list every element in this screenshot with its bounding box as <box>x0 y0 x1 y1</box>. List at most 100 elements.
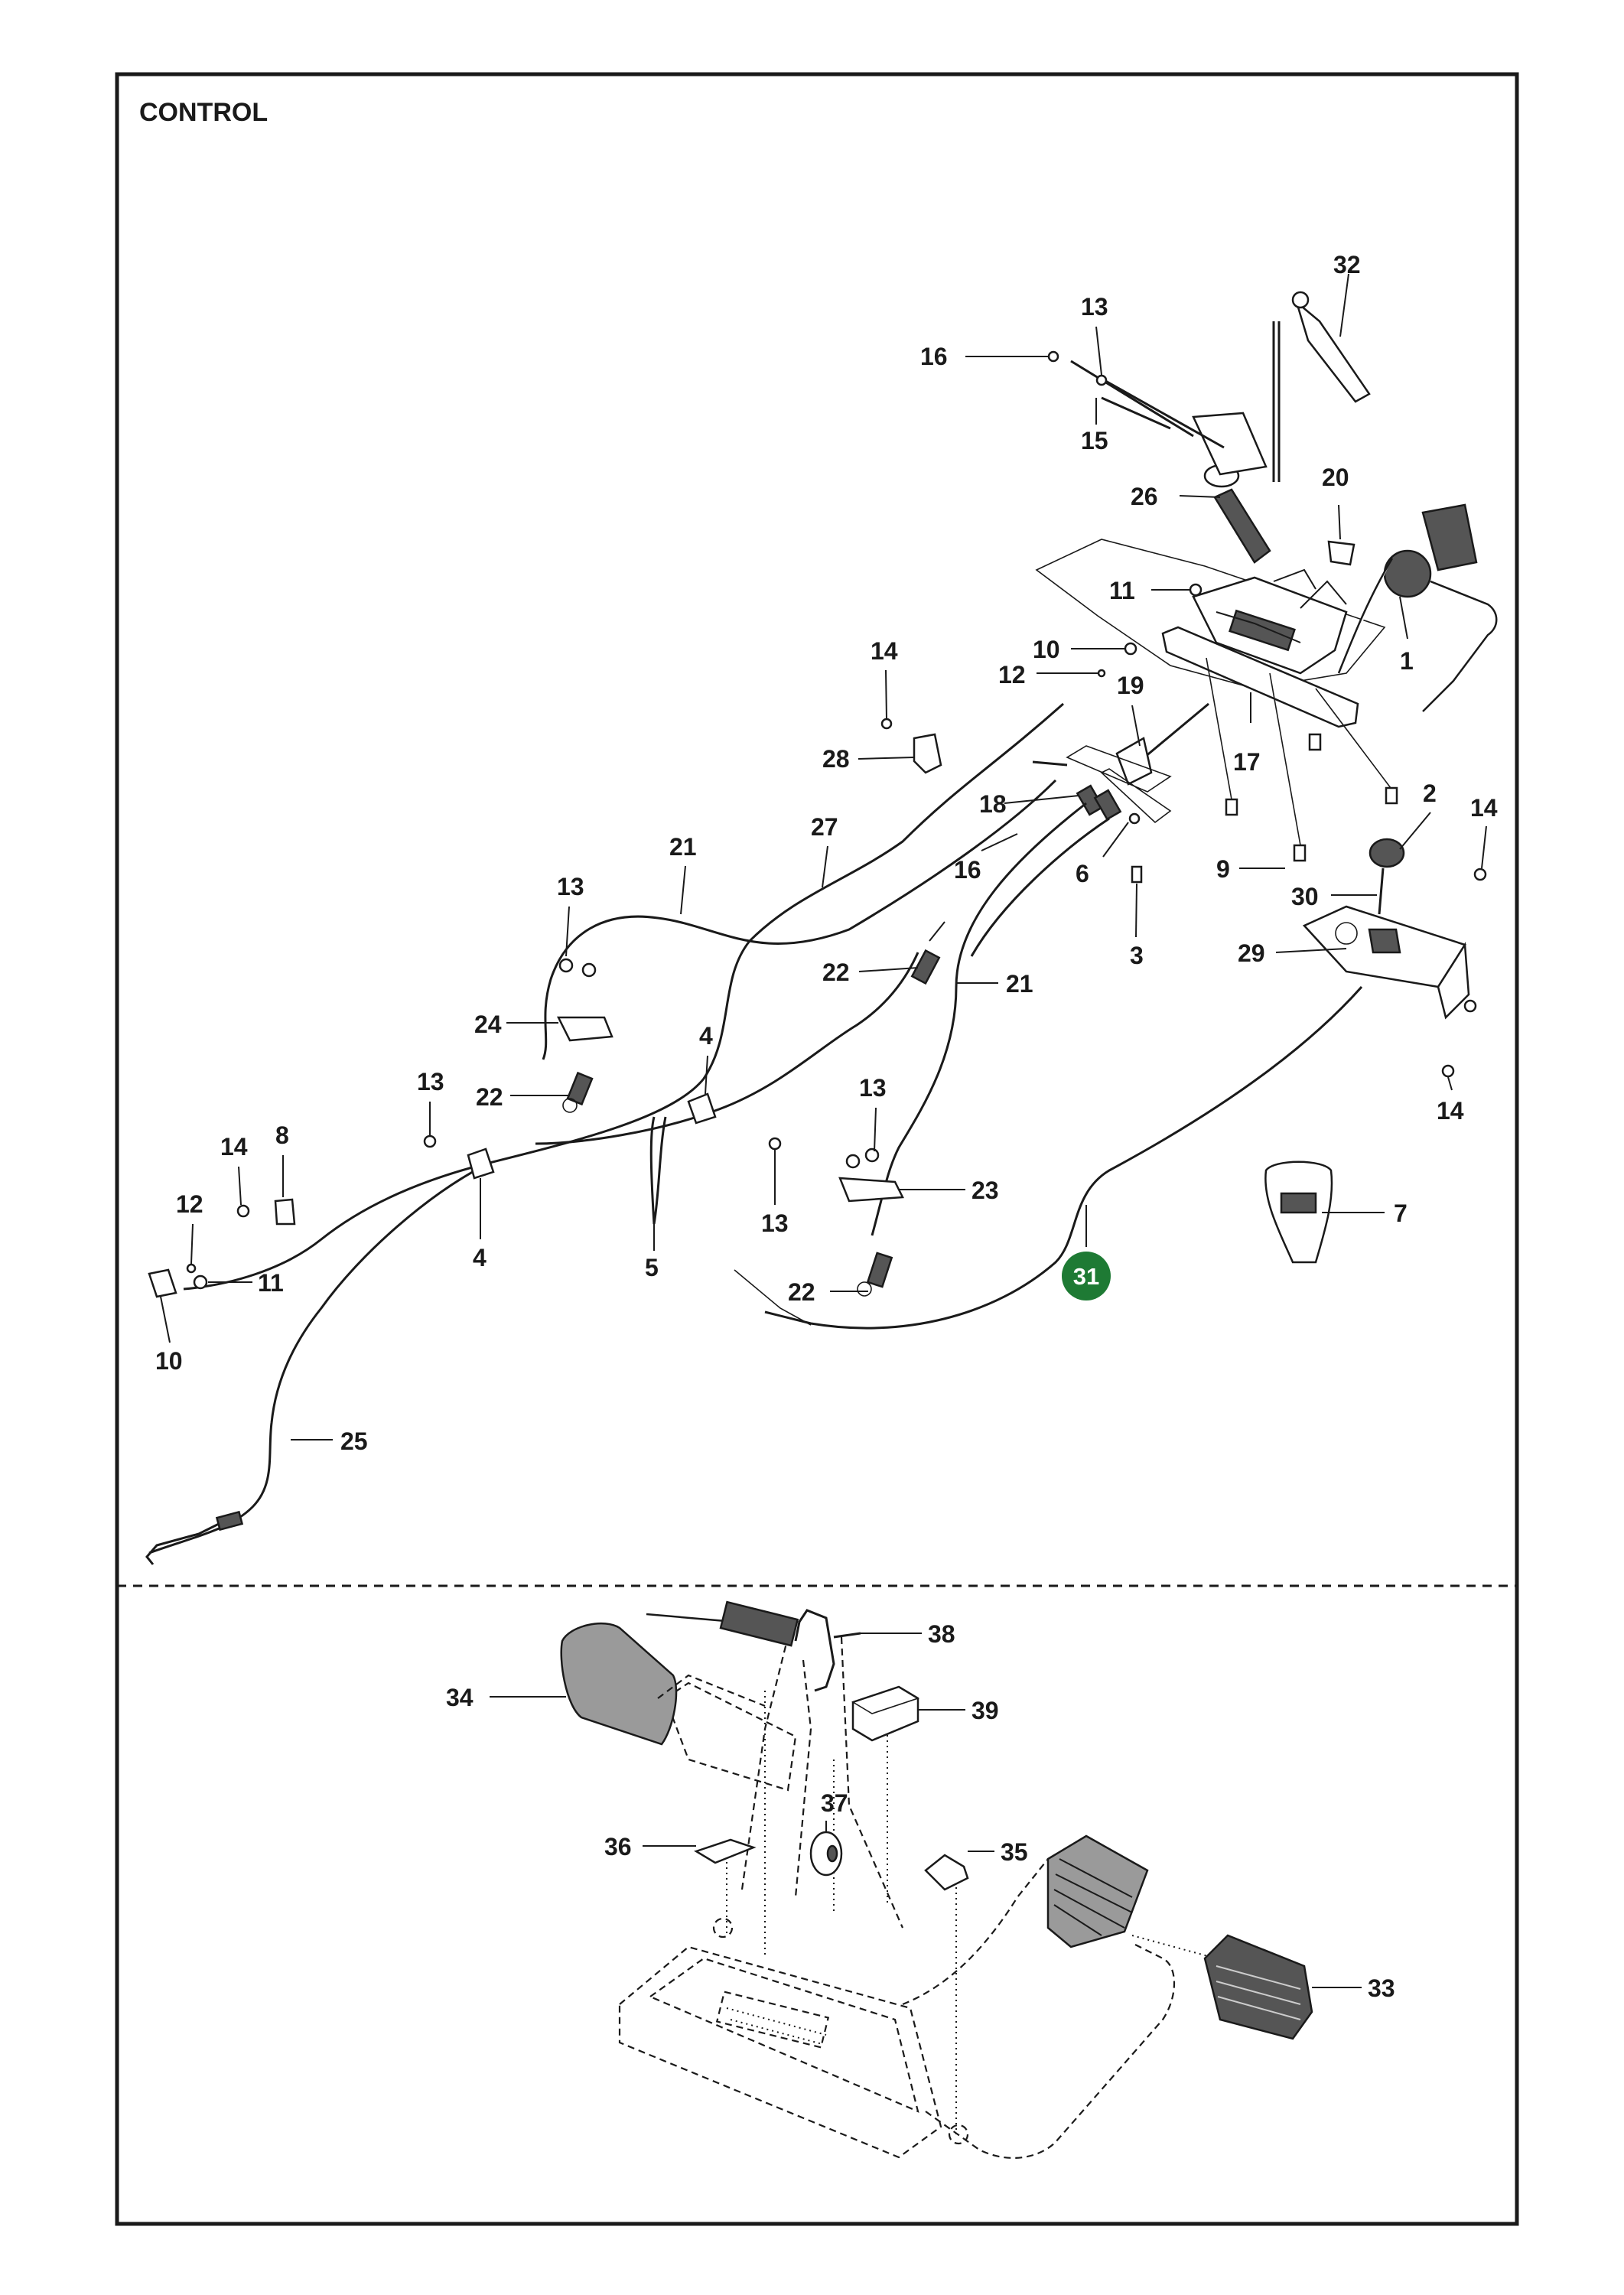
plate-36 <box>694 1838 757 1864</box>
bolt-14-left <box>236 1204 250 1218</box>
bolt-14-clamp <box>880 718 893 730</box>
callouts-lower: 38 34 39 37 36 35 33 <box>446 1620 1395 2002</box>
callout-6: 6 <box>1076 860 1089 887</box>
rod-bracket-outline <box>1066 745 1172 793</box>
callout-12-upper: 12 <box>998 661 1026 688</box>
callout-8: 8 <box>275 1121 289 1149</box>
callout-1: 1 <box>1400 647 1414 675</box>
callout-33: 33 <box>1368 1974 1395 2002</box>
control-rod-b <box>1101 377 1225 449</box>
wire-hook-5 <box>649 1116 667 1225</box>
cable-21-right <box>871 802 1087 1236</box>
pedal-pad-rear <box>1421 503 1478 571</box>
bracket-24 <box>556 1016 613 1042</box>
pedal-bracket-bar <box>1161 626 1359 728</box>
cable-31-tail <box>734 1269 812 1326</box>
block-39 <box>851 1685 919 1742</box>
cable-end-fitting-b <box>1093 789 1122 821</box>
callout-14-plate-top: 14 <box>1470 794 1498 822</box>
spring-coils-dashed <box>726 2007 827 2045</box>
callout-22-upper: 22 <box>822 959 850 986</box>
spring-22-left <box>562 1071 594 1113</box>
pin-16-upper <box>1047 350 1059 363</box>
callout-39: 39 <box>971 1697 999 1724</box>
callout-11-left: 11 <box>258 1269 284 1297</box>
plate-hole <box>1335 922 1358 945</box>
diagram-title: CONTROL <box>139 98 268 127</box>
callout-27: 27 <box>811 813 838 841</box>
knob-7-ribs <box>1280 1192 1317 1214</box>
pedal-pad-33-ridges <box>1216 1965 1301 2020</box>
base-plate-dashed-inner <box>648 1957 919 2113</box>
leader-lines-upper <box>858 273 1487 1247</box>
callout-4-left: 4 <box>473 1244 487 1271</box>
callout-2: 2 <box>1423 780 1437 807</box>
cable-clamp-28 <box>913 733 942 774</box>
bracket-bolts <box>1225 733 1398 862</box>
callout-36: 36 <box>604 1833 632 1860</box>
callout-11-upper: 11 <box>1109 577 1135 604</box>
pedal-arm-dashed-2 <box>902 1858 1049 2006</box>
callout-16-mid: 16 <box>954 856 981 884</box>
callout-37: 37 <box>821 1789 848 1817</box>
callout-17: 17 <box>1233 748 1261 776</box>
callout-30: 30 <box>1291 883 1319 910</box>
callout-13-bracket23: 13 <box>859 1074 887 1102</box>
bolt-14-plate-b <box>1463 999 1477 1013</box>
diagram-frame <box>115 72 1519 2226</box>
callout-22-lower: 22 <box>788 1278 815 1306</box>
plate-slot <box>1368 928 1401 954</box>
callout-15: 15 <box>1081 427 1108 454</box>
pedal-arm <box>1337 558 1498 712</box>
callout-3: 3 <box>1130 942 1144 969</box>
callout-9: 9 <box>1216 855 1230 883</box>
mounting-plate-29-side <box>1437 942 1470 1020</box>
knob-2 <box>1369 838 1405 868</box>
part-20-clip <box>1327 540 1356 566</box>
block-39-top <box>851 1686 919 1714</box>
bolt-13-bracket24-b <box>581 962 597 978</box>
lever-body-dashed <box>740 1636 904 1929</box>
callout-13-top: 13 <box>1081 293 1108 321</box>
callout-25: 25 <box>340 1427 368 1455</box>
callout-10-upper: 10 <box>1033 636 1060 663</box>
callout-4-center: 4 <box>699 1022 713 1050</box>
bolt-14-plate-c <box>1441 1064 1455 1078</box>
pedal-pad-round <box>1383 549 1432 598</box>
rod-clamp-19 <box>1115 737 1153 786</box>
callout-24: 24 <box>474 1011 502 1038</box>
bolt-13-bracket24-a <box>558 958 574 973</box>
cable-25 <box>148 1161 490 1554</box>
screw-3 <box>1131 865 1143 884</box>
control-rod-c <box>1101 396 1171 430</box>
callout-18: 18 <box>979 790 1007 818</box>
bolt-13-upper <box>1095 374 1108 386</box>
spring-38 <box>719 1600 799 1647</box>
bolt-13-bracket23-a <box>845 1154 861 1169</box>
callout-28: 28 <box>822 745 850 773</box>
leader-lines-lower <box>490 1633 1362 1988</box>
callout-14-plate-bottom: 14 <box>1437 1097 1464 1125</box>
callout-7: 7 <box>1394 1200 1408 1227</box>
control-rod-main <box>1139 702 1209 763</box>
callout-26: 26 <box>1131 483 1158 510</box>
callout-32: 32 <box>1333 251 1361 278</box>
rod-bracket-outline-2 <box>1100 768 1172 824</box>
callout-31: 31 <box>1073 1263 1099 1290</box>
cable-25-sleeve <box>215 1510 244 1532</box>
base-bolt-a <box>712 1917 734 1939</box>
upper-assembly <box>145 273 1498 1565</box>
pedal-pad-rear-striped <box>1046 1834 1149 1948</box>
knob-shaft-30 <box>1378 868 1385 915</box>
clip-12-left <box>186 1263 197 1274</box>
pedal-cover-34-dashed <box>657 1674 766 1707</box>
clip-35 <box>924 1854 969 1891</box>
callout-21-upper: 21 <box>669 833 697 861</box>
leader-lines-left <box>160 845 998 1440</box>
bracket-bolt-lines <box>1206 657 1391 846</box>
callout-21-lower: 21 <box>1006 970 1033 998</box>
cable-22-mid <box>535 817 1110 1145</box>
lower-assembly <box>490 1600 1362 2159</box>
screw-11-upper <box>1189 583 1203 597</box>
